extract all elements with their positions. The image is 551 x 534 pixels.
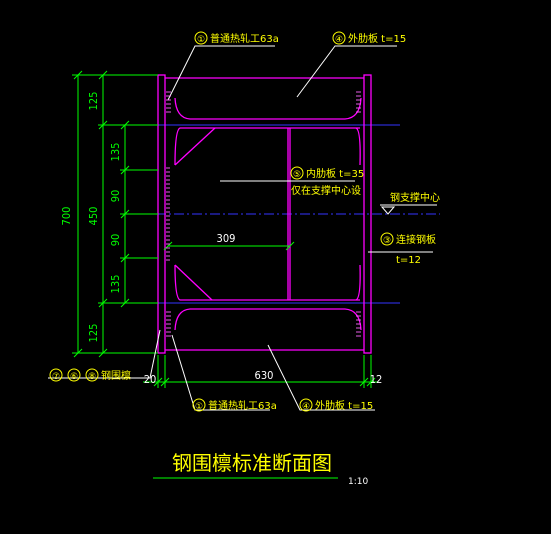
leader-bottom-left xyxy=(48,329,161,379)
leader-top-channel xyxy=(167,45,275,101)
dimension-lines xyxy=(72,70,378,388)
leader-outer-plate-bottom xyxy=(267,344,375,411)
dim-20: 20 xyxy=(144,373,157,386)
dim-700: 700 xyxy=(60,207,73,226)
label-connecting-plate-num: ③ xyxy=(383,236,391,246)
label-outer-plate-bottom: 外肋板 t=15 xyxy=(315,399,373,412)
bottom-channel-flange xyxy=(174,308,362,331)
centerlines xyxy=(120,124,440,304)
dim-309: 309 xyxy=(217,232,236,245)
drawing-title-block: 钢围檩标准断面图 1:10 xyxy=(153,451,368,487)
label-bottom-channel: 普通热轧工63a xyxy=(208,399,277,412)
dim-125-top: 125 xyxy=(87,92,100,111)
steel-section xyxy=(157,74,372,354)
label-top-channel-num: ① xyxy=(197,35,205,45)
hatch-marks xyxy=(166,91,361,337)
label-outer-plate-top-num: ④ xyxy=(335,35,343,45)
right-connecting-plate xyxy=(363,74,372,354)
label-group-num-1: ⑦ xyxy=(52,372,60,382)
diagonal-top xyxy=(174,127,216,166)
label-top-channel: 普通热轧工63a xyxy=(210,32,279,45)
mid-channel-left-top xyxy=(174,127,181,166)
label-outer-plate-bottom-num: ④ xyxy=(302,402,310,412)
drawing-scale: 1:10 xyxy=(348,477,368,487)
label-inner-plate: 内肋板 t=35 xyxy=(306,167,364,180)
labels: ① 普通热轧工63a ④ 外肋板 t=15 ⑤ 内肋板 t=35 仅在支撑中心设… xyxy=(49,31,440,412)
label-inner-plate-note: 仅在支撑中心设 xyxy=(291,184,361,197)
dim-630: 630 xyxy=(255,369,274,382)
label-inner-plate-num: ⑤ xyxy=(293,170,301,180)
dim-90-top: 90 xyxy=(109,190,122,203)
leader-lines xyxy=(48,45,437,411)
mid-channel-right-bottom xyxy=(355,264,361,301)
label-bottom-left-group: 钢围檩 xyxy=(101,369,131,382)
dim-90-bottom: 90 xyxy=(109,234,122,247)
dim-12: 12 xyxy=(370,373,383,386)
brace-center-marker xyxy=(380,206,396,215)
label-group-num-3: ⑧ xyxy=(88,372,96,382)
mid-channel-left-bottom xyxy=(174,264,181,301)
dim-125-bottom: 125 xyxy=(87,324,100,343)
label-connecting-plate: 连接钢板 xyxy=(396,233,436,246)
label-bottom-channel-num: ① xyxy=(195,402,203,412)
dimension-texts: 700 450 125 135 90 90 135 125 309 20 630… xyxy=(60,92,382,386)
mid-channel-right-top xyxy=(355,127,361,166)
diagonal-bottom xyxy=(174,264,213,301)
top-channel-flange xyxy=(174,97,362,120)
leader-outer-plate-top xyxy=(296,45,397,98)
label-outer-plate-top: 外肋板 t=15 xyxy=(348,32,406,45)
label-brace-center: 钢支撑中心 xyxy=(390,191,440,204)
drawing-title: 钢围檩标准断面图 xyxy=(172,451,332,475)
label-connecting-plate-thickness: t=12 xyxy=(396,255,421,266)
label-group-num-2: ⑥ xyxy=(70,372,78,382)
dim-135-top: 135 xyxy=(109,143,122,162)
dim-135-bottom: 135 xyxy=(109,275,122,294)
dim-450: 450 xyxy=(87,207,100,226)
